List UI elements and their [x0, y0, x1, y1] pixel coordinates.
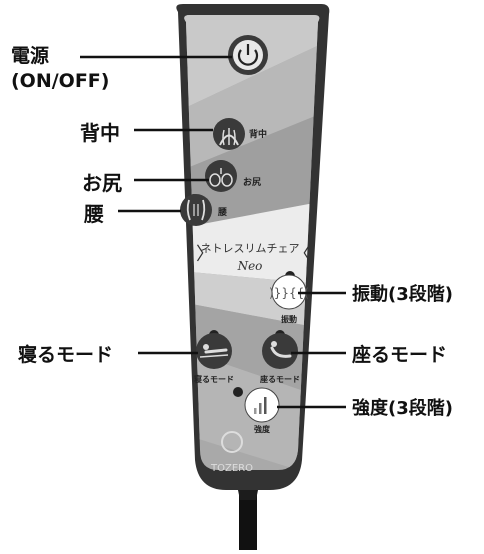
hip-massage-icon [209, 168, 233, 187]
power-callout-sub: (ON/OFF) [11, 70, 110, 92]
vibration-callout: 振動(3段階) [352, 284, 453, 305]
sit-mode-callout: 座るモード [352, 344, 448, 366]
hip-callout: お尻 [82, 171, 122, 195]
power-callout: 電源 (ON/OFF) [11, 44, 109, 94]
power-callout-title: 電源 [11, 45, 50, 67]
lie-mode-button-label: 寝るモード [193, 374, 234, 384]
back-button[interactable] [213, 118, 245, 150]
intensity-bars-icon [254, 397, 267, 414]
power-icon [237, 44, 259, 66]
svg-text:)}}{{(: )}}{{( [269, 286, 309, 300]
vibration-button-label: 振動 [281, 314, 297, 324]
product-name: ネトレスリムチェア [201, 242, 300, 255]
hip-button-label: お尻 [243, 177, 261, 188]
intensity-button[interactable] [233, 387, 280, 423]
waist-callout: 腰 [84, 202, 104, 226]
product-name-bracket-left: 〉 [196, 244, 214, 265]
intensity-button-label: 強度 [254, 424, 271, 434]
back-callout: 背中 [80, 121, 120, 145]
vibration-button[interactable]: )}}{{( [269, 271, 309, 310]
hip-button[interactable] [205, 160, 237, 192]
lie-mode-button[interactable] [196, 330, 232, 369]
back-massage-icon [219, 128, 239, 146]
vibration-icon: )}}{{( [269, 286, 309, 300]
product-sub: Neo [237, 259, 263, 273]
product-name-bracket-right: 〈 [293, 244, 311, 265]
sit-mode-button[interactable] [262, 330, 298, 369]
brand-logo: TOZERO [210, 431, 253, 474]
waist-massage-icon [186, 199, 206, 221]
sit-mode-icon [270, 341, 292, 358]
power-button[interactable] [228, 35, 268, 75]
back-button-label: 背中 [249, 128, 267, 140]
intensity-callout: 強度(3段階) [352, 398, 453, 419]
sit-mode-button-label: 座るモード [259, 374, 300, 384]
waist-button-label: 腰 [217, 207, 227, 218]
lie-mode-callout: 寝るモード [18, 344, 114, 366]
lie-mode-icon [199, 344, 229, 358]
waist-button[interactable] [180, 194, 212, 226]
brand-name: TOZERO [210, 463, 253, 474]
leader-lines [80, 55, 346, 409]
